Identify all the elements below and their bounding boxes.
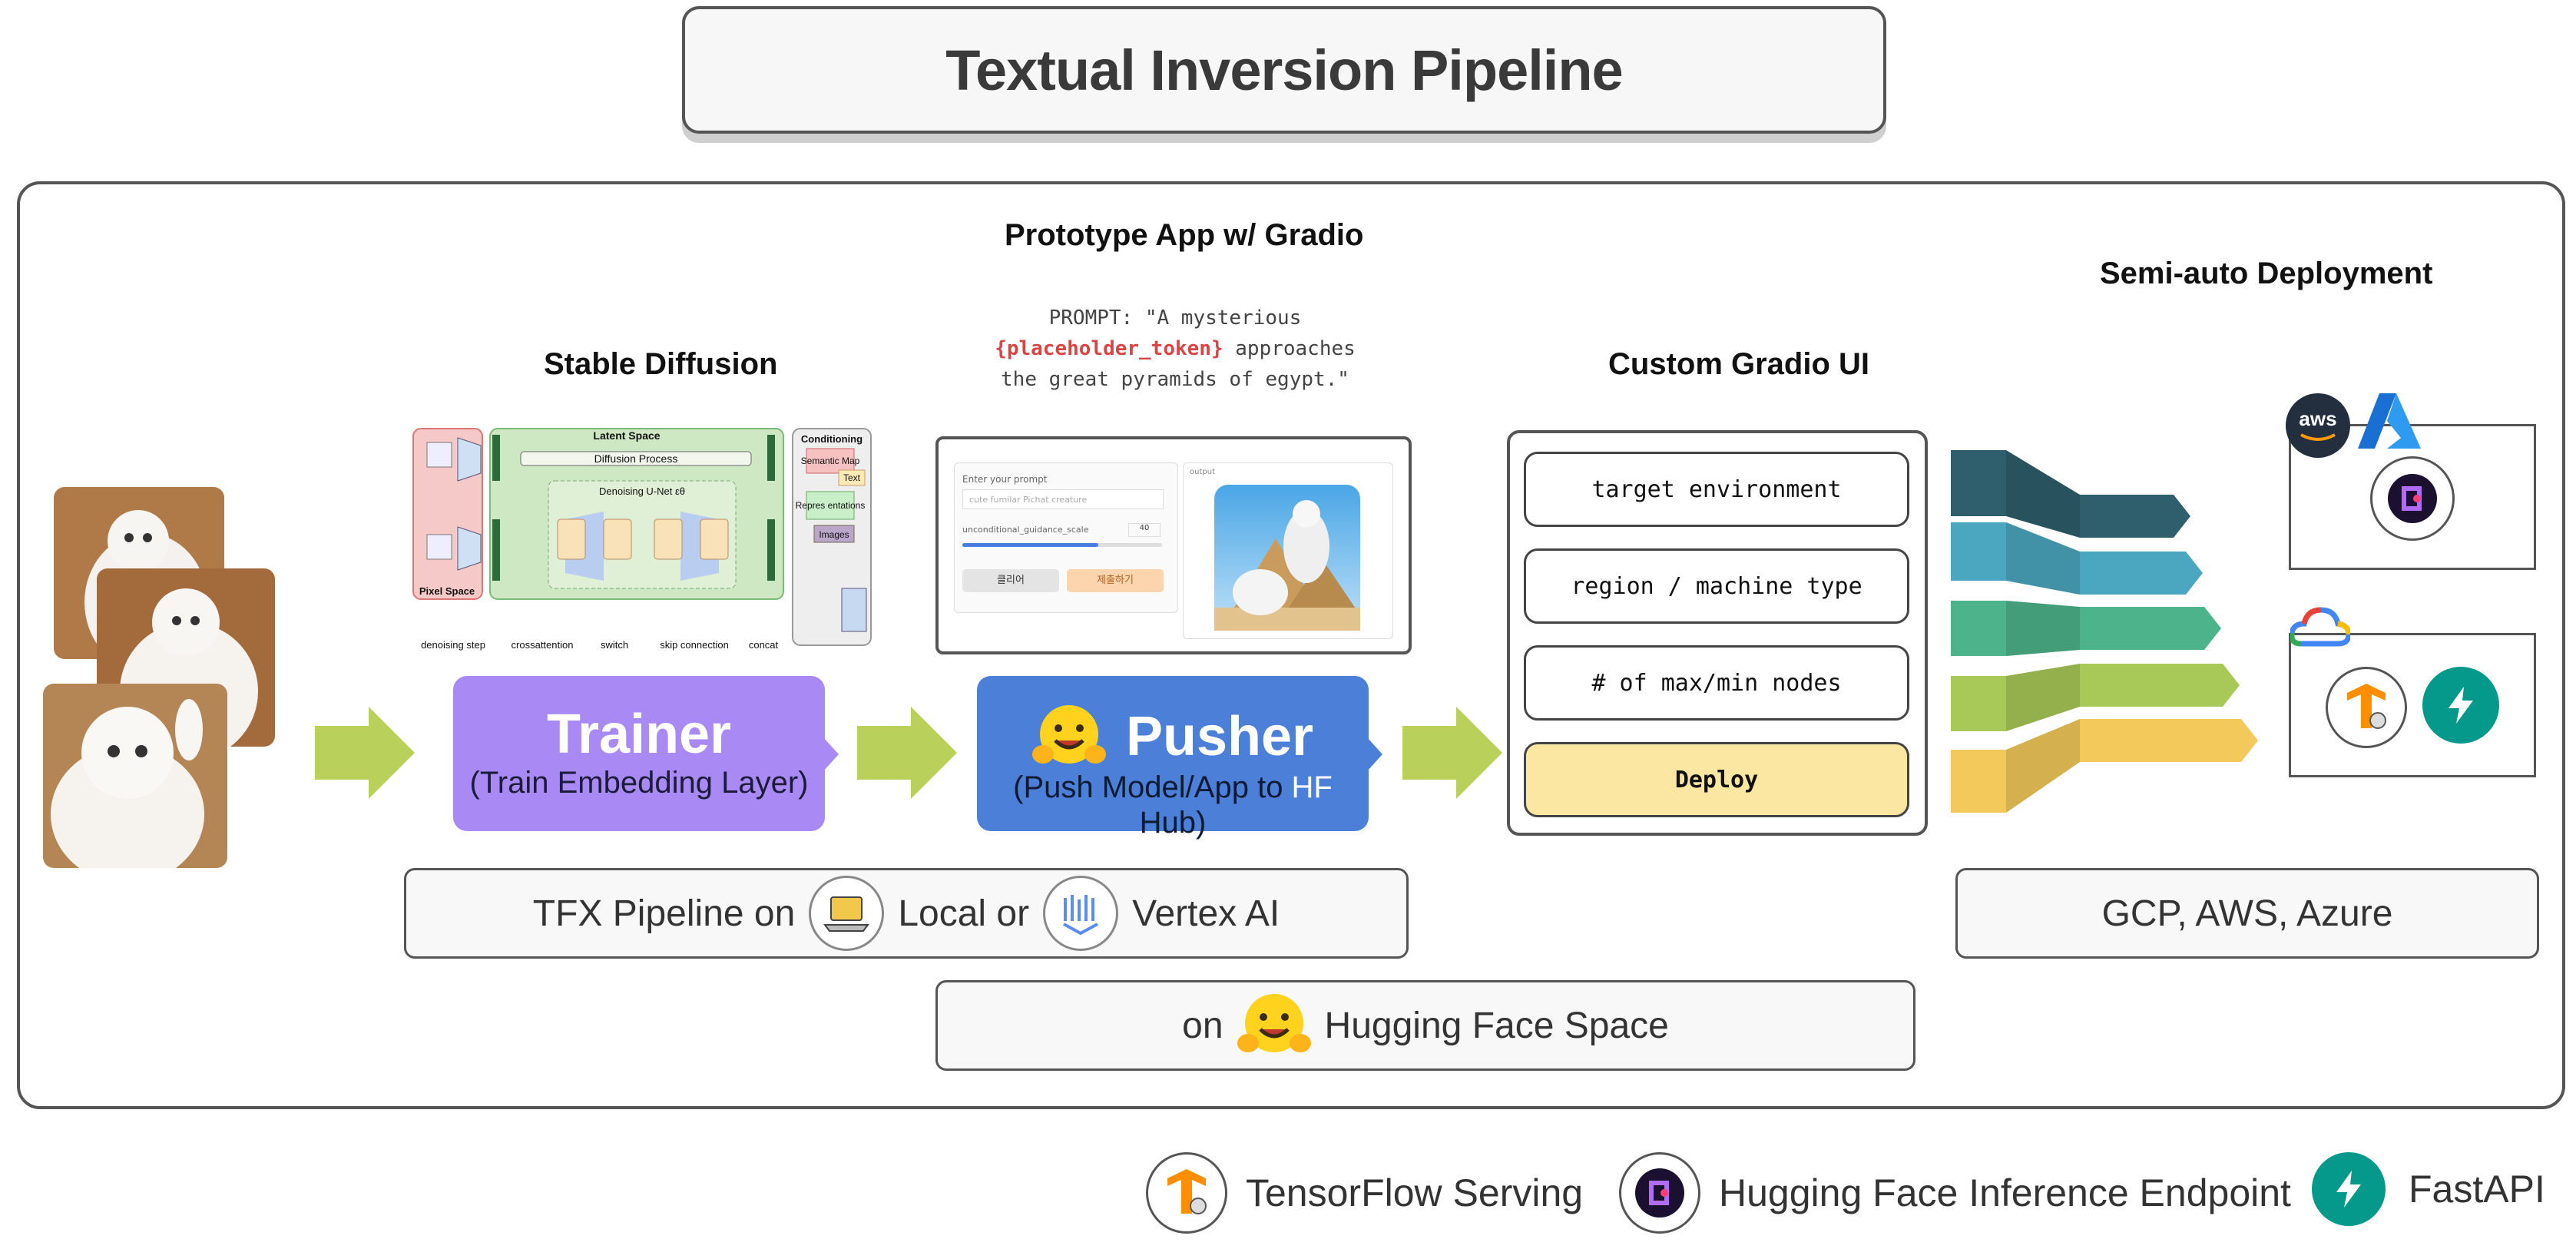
trainer-desc: (Train Embedding Layer) xyxy=(469,766,809,800)
deployment-bands xyxy=(1951,450,2258,813)
custom-ui-heading: Custom Gradio UI xyxy=(1608,347,1870,381)
pusher-desc-post: Hub) xyxy=(1139,806,1207,840)
aws-icon-text: aws xyxy=(2299,407,2336,430)
sd-cond-semantic-map: Semantic Map xyxy=(801,456,860,466)
title-box: Textual Inversion Pipeline xyxy=(682,6,1886,134)
tfx-pill-mid: Local or xyxy=(898,893,1030,934)
legend-tensorflow-serving: TensorFlow Serving xyxy=(1146,1152,1583,1234)
stable-diffusion-diagram: Latent Space Diffusion Process Denoising… xyxy=(412,427,874,653)
tfx-pill-pre: TFX Pipeline on xyxy=(532,893,796,934)
cloud-providers-pill: GCP, AWS, Azure xyxy=(1955,868,2539,959)
pusher-stage: Pusher (Push Model/App to HF Hub) xyxy=(977,676,1369,840)
fastapi-icon xyxy=(2312,1152,2386,1226)
prototype-heading: Prototype App w/ Gradio xyxy=(1005,218,1364,252)
tensorflow-serving-icon xyxy=(2326,667,2407,748)
generated-image xyxy=(1214,485,1360,631)
sd-diffusion-process-label: Diffusion Process xyxy=(594,452,678,465)
vertex-ai-icon xyxy=(1043,876,1119,951)
hugging-face-icon xyxy=(1237,994,1311,1052)
arrow-to-custom-ui xyxy=(1402,707,1502,799)
max-min-nodes-option[interactable]: # of max/min nodes xyxy=(1524,645,1909,721)
sd-latent-space-label: Latent Space xyxy=(593,429,660,442)
fastapi-icon xyxy=(2422,667,2499,744)
gradio-scale-value[interactable]: 40 xyxy=(1128,523,1161,537)
trainer-stage: Trainer (Train Embedding Layer) xyxy=(453,676,825,831)
laptop-icon xyxy=(809,876,885,951)
sd-unet-label: Denoising U-Net εθ xyxy=(599,485,685,497)
prompt-text: PROMPT: "A mysterious {placeholder_token… xyxy=(960,303,1390,395)
gradio-prompt-input[interactable]: cute fumilar Pichat creature xyxy=(962,489,1164,509)
gradio-input-panel: Enter your prompt cute fumilar Pichat cr… xyxy=(954,462,1178,613)
pusher-notch xyxy=(1367,737,1382,771)
semi-auto-heading: Semi-auto Deployment xyxy=(2100,257,2433,290)
gradio-scale-slider[interactable] xyxy=(962,543,1162,547)
prompt-line-3: the great pyramids of egypt." xyxy=(1001,368,1349,391)
gradio-app-mock: Enter your prompt cute fumilar Pichat cr… xyxy=(935,436,1412,654)
prompt-line-1: PROMPT: "A mysterious xyxy=(1048,306,1302,330)
gradio-output-panel: output xyxy=(1183,462,1393,639)
tensorflow-serving-icon xyxy=(1146,1152,1227,1234)
hf-inference-endpoint-icon xyxy=(1619,1152,1700,1234)
sd-legend-denoising-step: denoising step xyxy=(421,639,485,651)
sd-pixel-space-label: Pixel Space xyxy=(419,585,475,597)
arrow-to-pusher xyxy=(857,707,957,799)
page-title: Textual Inversion Pipeline xyxy=(945,38,1623,102)
gradio-submit-button[interactable]: 제출하기 xyxy=(1067,569,1164,592)
gradio-clear-button[interactable]: 클리어 xyxy=(962,569,1059,592)
sd-conditioning-label: Conditioning xyxy=(801,433,863,445)
stable-diffusion-heading: Stable Diffusion xyxy=(544,347,778,381)
cloud-pill-text: GCP, AWS, Azure xyxy=(2101,893,2393,934)
target-environment-option[interactable]: target environment xyxy=(1524,452,1909,527)
sd-cond-text: Text xyxy=(843,472,861,483)
gradio-prompt-label: Enter your prompt xyxy=(962,474,1048,485)
pusher-desc: (Push Model/App to HF Hub) xyxy=(977,770,1369,840)
hf-space-pill: on Hugging Face Space xyxy=(935,980,1915,1071)
deploy-button[interactable]: Deploy xyxy=(1524,742,1909,817)
google-cloud-icon xyxy=(2290,607,2350,647)
sd-legend-crossattention: crossattention xyxy=(512,639,574,651)
legend-label-fastapi: FastAPI xyxy=(2409,1168,2545,1211)
aws-icon: aws xyxy=(2286,393,2350,458)
azure-icon xyxy=(2358,393,2421,449)
prompt-line-2: {placeholder_token} approaches xyxy=(960,333,1390,364)
trainer-notch xyxy=(823,737,839,771)
pusher-desc-hf: HF xyxy=(1291,770,1333,804)
prompt-line-2-rest: approaches xyxy=(1223,337,1356,360)
sd-legend-switch: switch xyxy=(601,639,628,651)
tfx-pipeline-pill: TFX Pipeline on Local or Vertex AI xyxy=(404,868,1409,959)
legend-fastapi: FastAPI xyxy=(2312,1152,2545,1226)
sd-legend-concat: concat xyxy=(749,639,779,651)
cat-photo-3 xyxy=(43,684,227,868)
gradio-output-label: output xyxy=(1190,468,1215,476)
sd-cond-representations: Repres entations xyxy=(796,500,866,511)
placeholder-token: {placeholder_token} xyxy=(995,337,1223,360)
hugging-face-icon xyxy=(1031,705,1106,764)
legend-label-hf-inference-endpoint: Hugging Face Inference Endpoint xyxy=(1719,1171,2291,1214)
sd-legend-skip-connection: skip connection xyxy=(660,639,729,651)
legend-label-tensorflow-serving: TensorFlow Serving xyxy=(1246,1171,1584,1214)
space-pill-pre: on xyxy=(1182,1005,1223,1046)
gradio-scale-label: unconditional_guidance_scale xyxy=(962,525,1089,535)
pusher-title: Pusher xyxy=(1125,706,1314,767)
tfx-pill-post: Vertex AI xyxy=(1132,893,1280,934)
arrow-to-trainer xyxy=(315,707,415,799)
legend-hf-inference-endpoint: Hugging Face Inference Endpoint xyxy=(1619,1152,2291,1234)
trainer-title: Trainer xyxy=(546,704,732,765)
pusher-desc-pre: (Push Model/App to xyxy=(1013,770,1292,804)
hf-inference-endpoint-icon xyxy=(2370,456,2455,541)
space-pill-post: Hugging Face Space xyxy=(1324,1005,1669,1046)
region-machine-type-option[interactable]: region / machine type xyxy=(1524,548,1909,624)
sd-cond-images: Images xyxy=(819,529,849,540)
